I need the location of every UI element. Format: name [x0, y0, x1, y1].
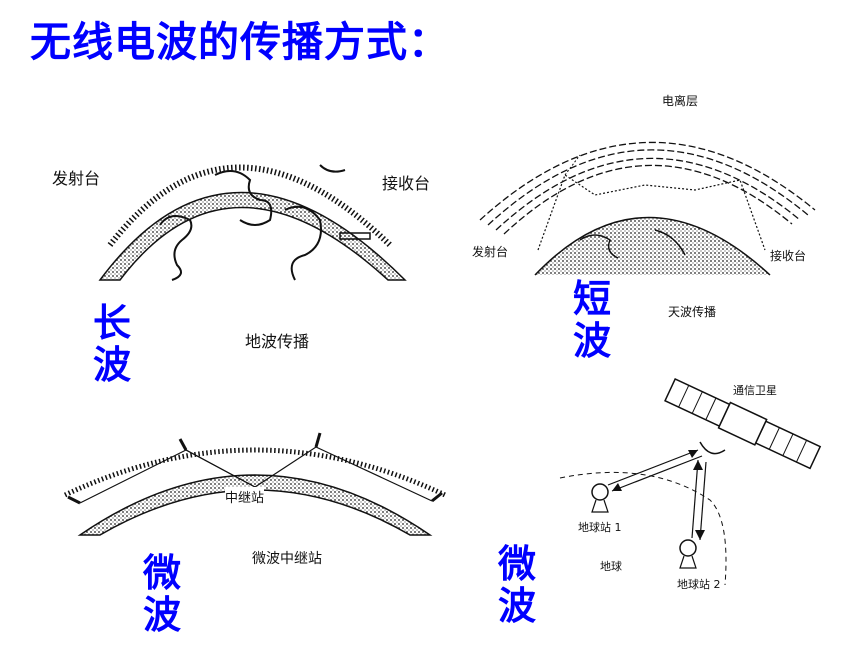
sky-wave-diagram — [479, 141, 816, 276]
ground-station-1-label: 地球站 1 — [578, 521, 622, 534]
ground-wave-receiver-label: 接收台 — [382, 174, 431, 193]
microwave-relay-caption: 微波中继站 — [252, 551, 322, 567]
ground-wave-diagram — [98, 164, 407, 281]
microwave-satellite-wave-label: 微 波 — [495, 543, 539, 627]
microwave-relay-diagram — [63, 432, 447, 536]
long-wave-label: 长 波 — [90, 302, 134, 386]
sky-wave-receiver-label: 接收台 — [770, 249, 807, 263]
microwave-satellite-char-1: 微 — [497, 542, 536, 586]
sky-wave-ionosphere-label: 电离层 — [662, 94, 699, 108]
sky-wave-transmitter-label: 发射台 — [472, 245, 509, 259]
microwave-relay-char-1: 微 — [142, 551, 181, 595]
short-wave-label: 短 波 — [570, 278, 614, 362]
microwave-relay-char-2: 波 — [142, 593, 181, 637]
satellite-diagram — [559, 378, 822, 586]
ground-wave-transmitter-label: 发射台 — [52, 169, 101, 188]
satellite-label: 通信卫星 — [733, 384, 777, 397]
ground-station-2-label: 地球站 2 — [677, 578, 721, 591]
page-title: 无线电波的传播方式： — [30, 18, 450, 66]
earth-label: 地球 — [600, 560, 622, 573]
microwave-relay-wave-label: 微 波 — [140, 552, 184, 636]
microwave-relay-label: 中继站 — [225, 487, 265, 506]
sky-wave-caption: 天波传播 — [668, 305, 717, 319]
microwave-satellite-char-2: 波 — [497, 584, 536, 628]
long-wave-char-2: 波 — [92, 343, 131, 387]
ground-wave-caption: 地波传播 — [245, 332, 310, 351]
short-wave-char-2: 波 — [572, 319, 611, 363]
short-wave-char-1: 短 — [572, 277, 611, 321]
long-wave-char-1: 长 — [92, 301, 131, 345]
